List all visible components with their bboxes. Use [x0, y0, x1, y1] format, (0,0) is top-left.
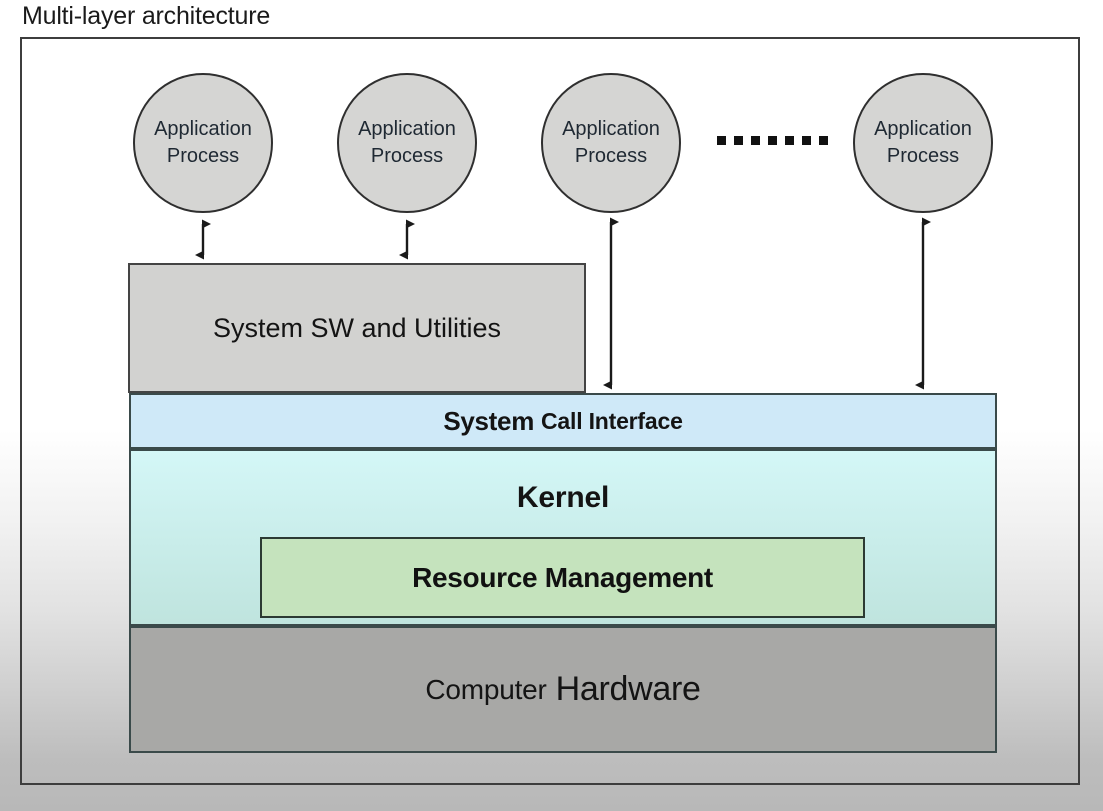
layer-computer-hardware[interactable]: Computer Hardware — [129, 626, 997, 753]
layer-resource-management[interactable]: Resource Management — [260, 537, 865, 618]
ellipsis-icon — [717, 136, 828, 145]
application-process-label-line2: Process — [166, 145, 240, 167]
layer-system-sw-and-utilities[interactable]: System SW and Utilities — [128, 263, 586, 393]
computer-hardware-label-first: Computer — [425, 673, 547, 705]
application-process-label-line2: Process — [370, 145, 444, 167]
layer-system-sw-label: System SW and Utilities — [212, 312, 502, 343]
application-process-node-3[interactable]: Application Process — [541, 73, 681, 213]
application-process-label-line1: Application — [562, 118, 660, 140]
system-call-interface-rest: Call Interface — [541, 407, 683, 434]
system-call-interface-emphasis: System — [443, 405, 535, 436]
application-process-node-2[interactable]: Application Process — [337, 73, 477, 213]
application-process-label-line2: Process — [574, 145, 648, 167]
computer-hardware-label-second: Hardware — [555, 670, 701, 708]
page-title: Multi-layer architecture — [22, 2, 271, 30]
layer-resource-management-label: Resource Management — [412, 561, 713, 593]
layer-system-call-interface[interactable]: System Call Interface — [129, 393, 997, 449]
application-process-label-line1: Application — [874, 118, 972, 140]
application-process-node-4[interactable]: Application Process — [853, 73, 993, 213]
application-process-label-line1: Application — [358, 118, 456, 140]
application-process-node-1[interactable]: Application Process — [133, 73, 273, 213]
application-process-label-line1: Application — [154, 118, 252, 140]
layer-kernel-label: Kernel — [516, 481, 610, 514]
slide-frame — [20, 37, 1080, 785]
application-process-label-line2: Process — [886, 145, 960, 167]
